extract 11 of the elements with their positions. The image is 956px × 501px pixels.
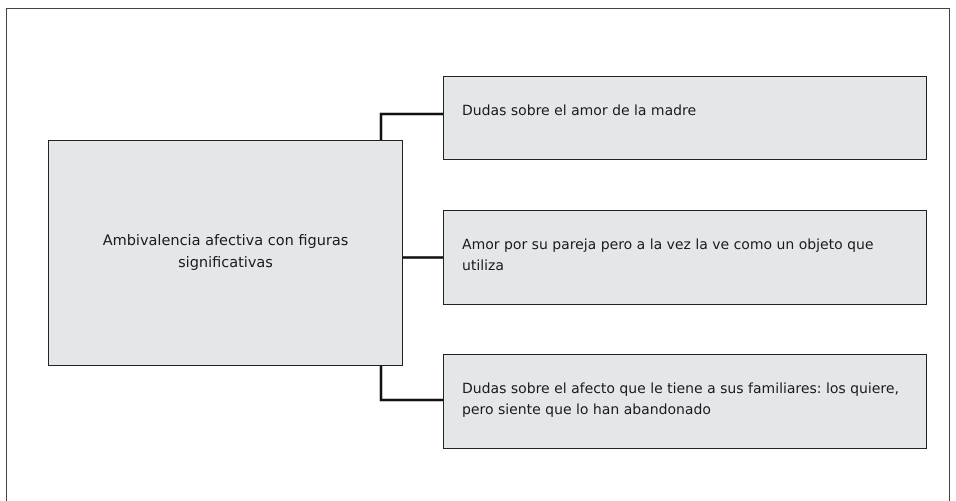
text-box	[48, 140, 403, 366]
box-text: Ambivalencia afectiva con figuras significativas	[102, 232, 350, 273]
text-box	[443, 210, 927, 305]
connector-line	[380, 112, 443, 140]
box-text: Dudas sobre el amor de la madre	[462, 102, 696, 121]
box-text: Dudas sobre el afecto que le tiene a sus familiares: los quiere, pero siente que lo han abandonado	[462, 380, 900, 420]
box-text: Amor por su pareja pero a la vez la ve como un objeto que utiliza	[462, 236, 875, 276]
connector-line	[403, 256, 443, 259]
connector-line	[380, 366, 443, 402]
text-box	[443, 76, 927, 160]
text-box	[443, 354, 927, 449]
